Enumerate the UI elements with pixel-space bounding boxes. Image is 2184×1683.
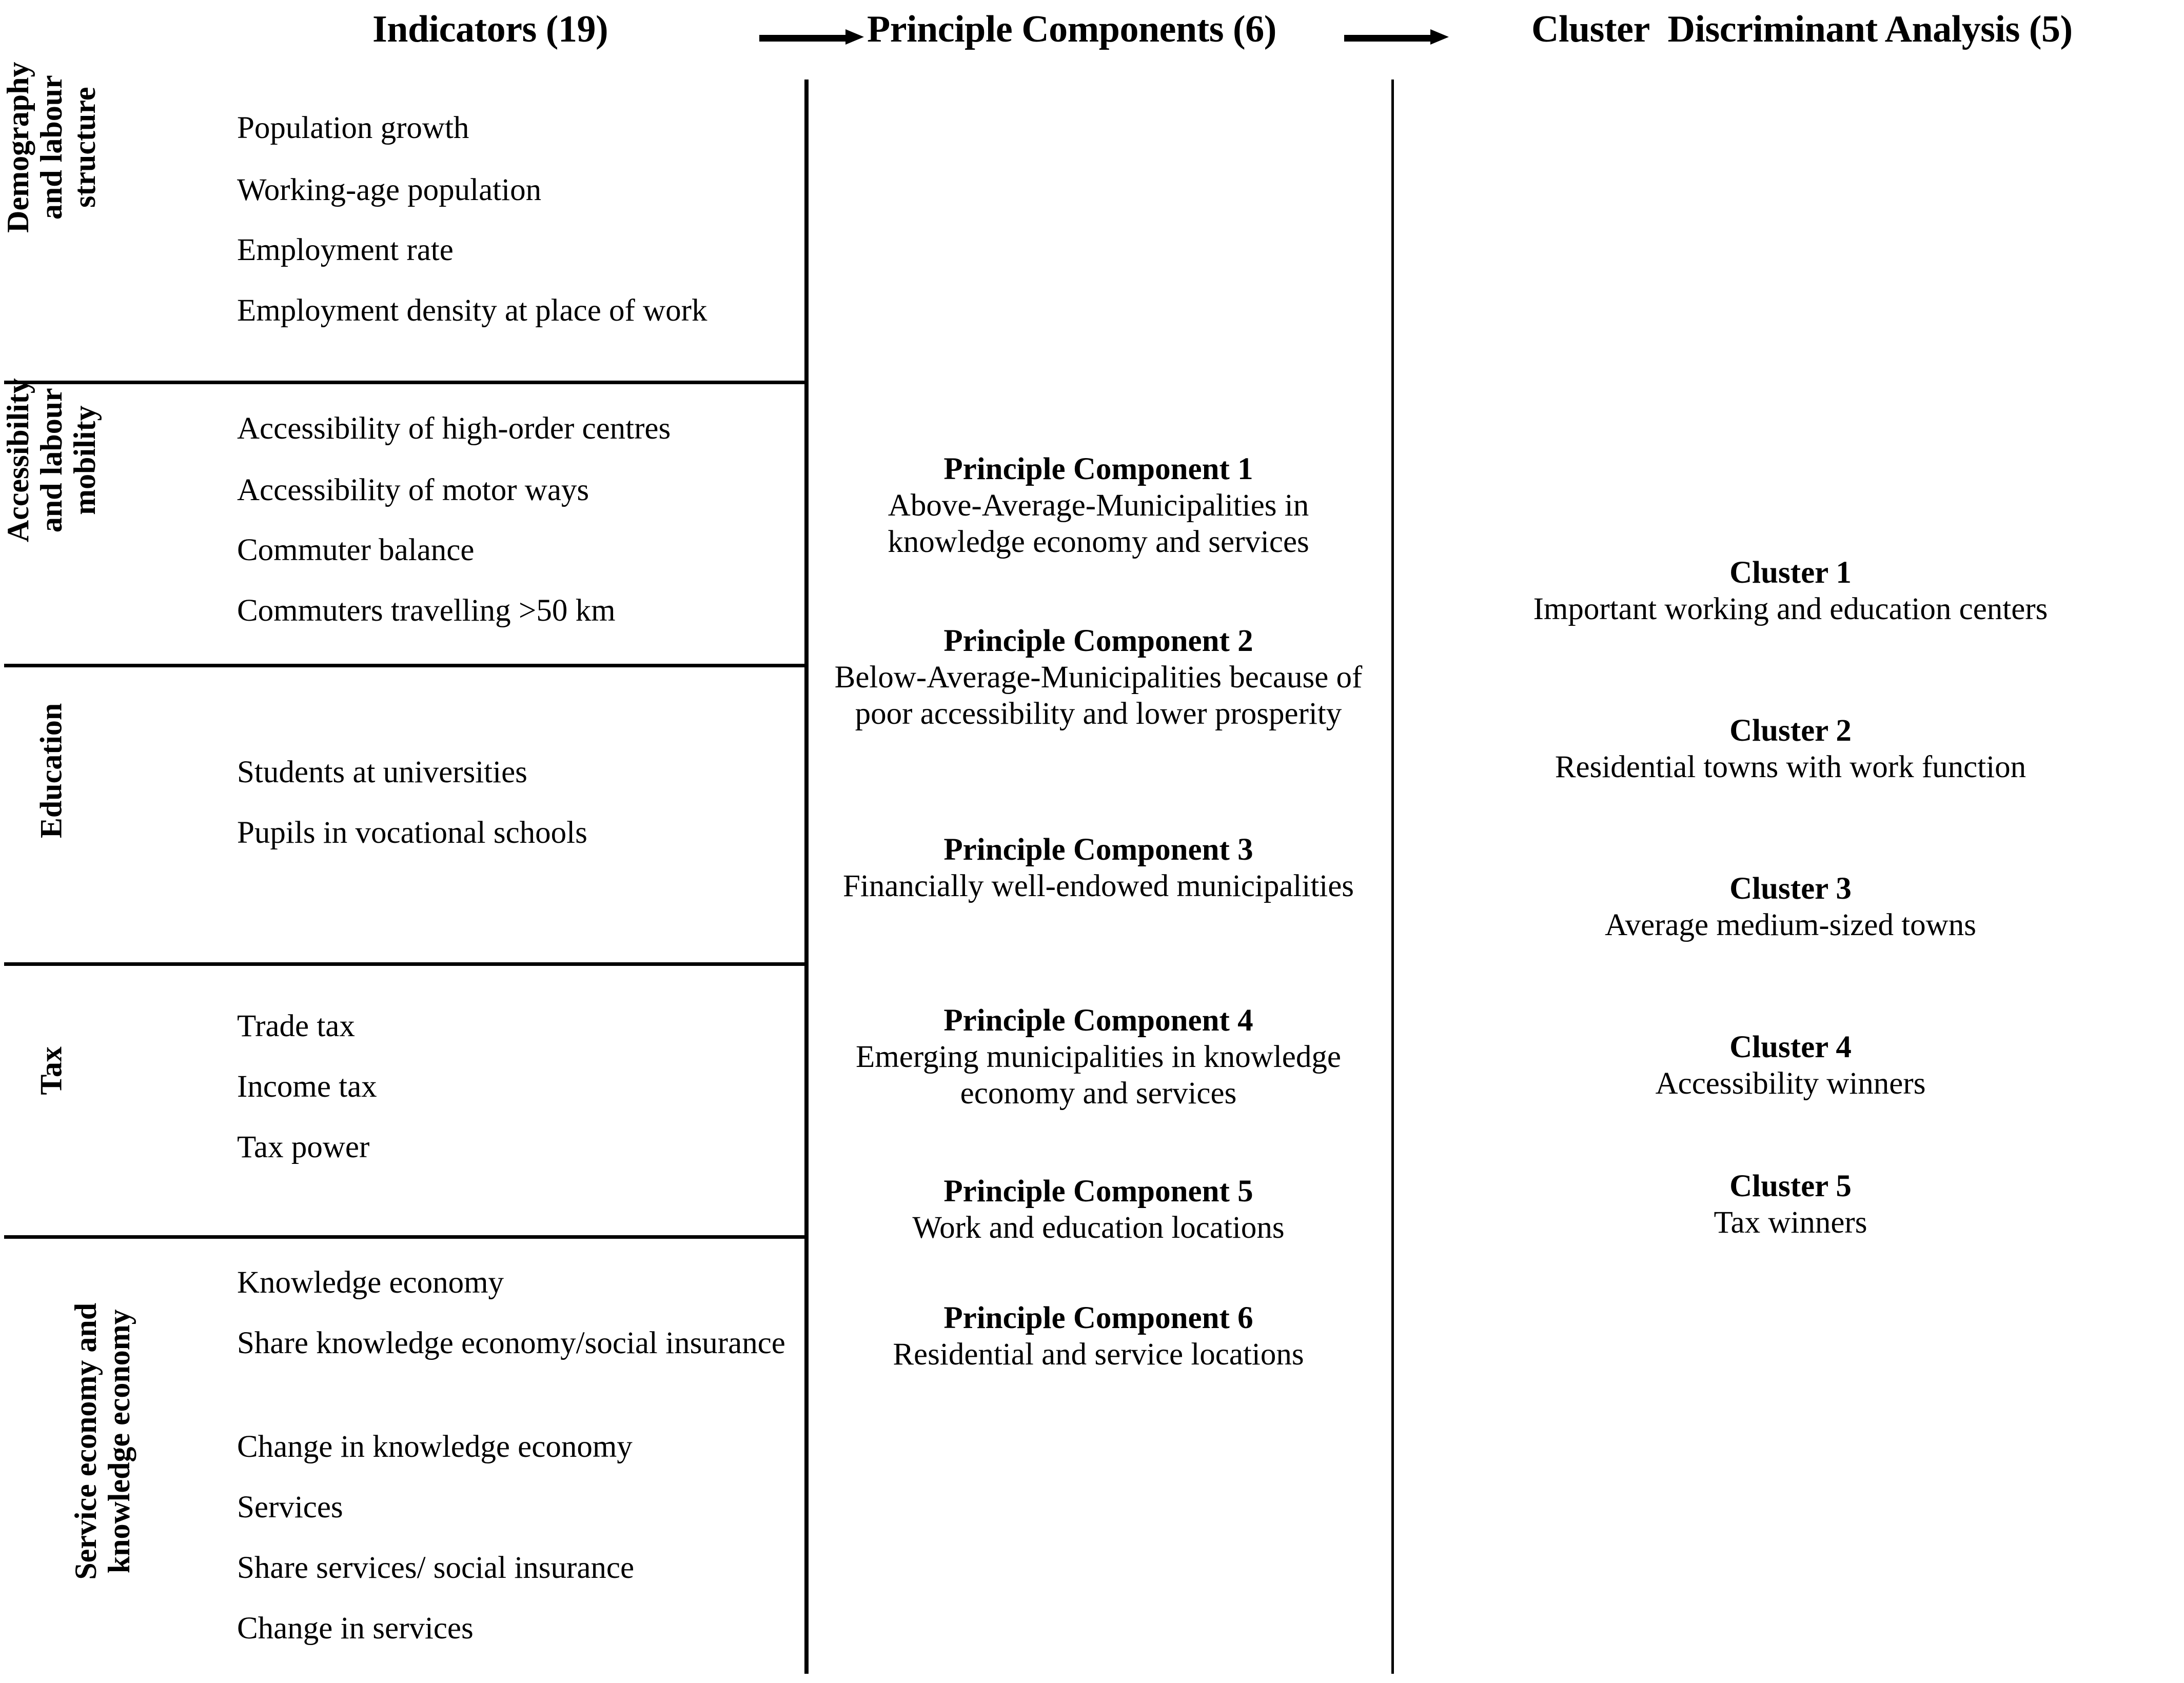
indicator-item: Population growth (237, 111, 469, 145)
principle-component-description: Financially well-endowed municipalities (842, 868, 1354, 903)
cluster-title: Cluster 1 (1729, 556, 1852, 590)
indicator-item: Change in services (237, 1611, 474, 1646)
principle-component-4: Principle Component 4 Emerging municipal… (819, 1003, 1378, 1112)
principle-component-5: Principle Component 5 Work and education… (819, 1174, 1378, 1246)
vertical-divider-indicators-components (804, 80, 809, 1674)
group-divider (4, 962, 806, 966)
principle-component-title: Principle Component 1 (943, 452, 1253, 486)
group-label-accessibility: Accessibility and labour mobility (1, 378, 102, 543)
indicator-item: Tax power (237, 1130, 370, 1164)
cluster-title: Cluster 2 (1729, 714, 1852, 748)
principle-component-title: Principle Component 2 (943, 624, 1253, 658)
indicator-item: Knowledge economy (237, 1265, 504, 1300)
cluster-title: Cluster 5 (1729, 1169, 1852, 1203)
header-principle-components: Principle Components (6) (867, 8, 1276, 50)
indicator-item: Share services/ social insurance (237, 1551, 635, 1585)
group-label-education: Education (34, 703, 68, 839)
principle-component-title: Principle Component 6 (943, 1301, 1253, 1335)
arrow-right-icon (759, 29, 864, 45)
cluster-3: Cluster 3 Average medium-sized towns (1406, 871, 2175, 944)
principle-component-title: Principle Component 5 (943, 1174, 1253, 1209)
indicator-item: Commuter balance (237, 533, 475, 567)
principle-component-1: Principle Component 1 Above-Average-Muni… (819, 451, 1378, 560)
cluster-4: Cluster 4 Accessibility winners (1406, 1029, 2175, 1102)
indicator-item: Employment density at place of work (237, 293, 707, 328)
cluster-description: Average medium-sized towns (1605, 907, 1976, 942)
principle-component-description: Below-Average-Municipalities because of … (834, 660, 1363, 731)
principle-component-3: Principle Component 3 Financially well-e… (819, 832, 1378, 905)
header-indicators: Indicators (19) (372, 8, 608, 50)
indicator-item: Services (237, 1490, 343, 1524)
principle-component-description: Above-Average-Municipalities in knowledg… (888, 488, 1309, 559)
group-label-service-knowledge-economy: Service economy and knowledge economy (69, 1302, 136, 1580)
cluster-description: Accessibility winners (1655, 1066, 1926, 1101)
indicator-item: Trade tax (237, 1009, 355, 1043)
principle-component-description: Residential and service locations (893, 1337, 1304, 1372)
group-divider (4, 381, 806, 384)
cluster-description: Important working and education centers (1533, 591, 2048, 626)
principle-component-title: Principle Component 4 (943, 1003, 1253, 1038)
principle-component-description: Emerging municipalities in knowledge eco… (856, 1039, 1341, 1111)
principle-component-title: Principle Component 3 (943, 833, 1253, 867)
header-cluster-discriminant-analysis: Cluster Discriminant Analysis (5) (1531, 8, 2073, 50)
indicator-item: Commuters travelling >50 km (237, 593, 616, 628)
cluster-description: Residential towns with work function (1555, 749, 2026, 784)
cluster-1: Cluster 1 Important working and educatio… (1406, 555, 2175, 628)
vertical-divider-components-clusters (1391, 80, 1394, 1674)
cluster-5: Cluster 5 Tax winners (1406, 1169, 2175, 1241)
cluster-title: Cluster 4 (1729, 1030, 1852, 1064)
indicator-item: Working-age population (237, 173, 542, 207)
group-label-demography: Demography and labour structure (1, 62, 102, 233)
principle-component-description: Work and education locations (912, 1210, 1285, 1245)
principle-component-2: Principle Component 2 Below-Average-Muni… (819, 623, 1378, 732)
principle-component-6: Principle Component 6 Residential and se… (819, 1300, 1378, 1373)
cluster-title: Cluster 3 (1729, 872, 1852, 906)
cluster-2: Cluster 2 Residential towns with work fu… (1406, 713, 2175, 786)
indicator-item: Share knowledge economy/social insurance (237, 1326, 785, 1360)
indicator-item: Students at universities (237, 755, 527, 789)
group-label-tax: Tax (34, 1046, 68, 1095)
group-divider (4, 1235, 806, 1239)
cluster-description: Tax winners (1714, 1205, 1867, 1240)
indicator-item: Pupils in vocational schools (237, 816, 587, 850)
indicator-item: Employment rate (237, 233, 454, 267)
indicator-item: Accessibility of high-order centres (237, 411, 671, 446)
group-divider (4, 664, 806, 667)
indicator-item: Income tax (237, 1070, 377, 1104)
arrow-right-icon (1344, 29, 1449, 45)
indicator-item: Change in knowledge economy (237, 1430, 633, 1464)
indicator-item: Accessibility of motor ways (237, 473, 589, 507)
